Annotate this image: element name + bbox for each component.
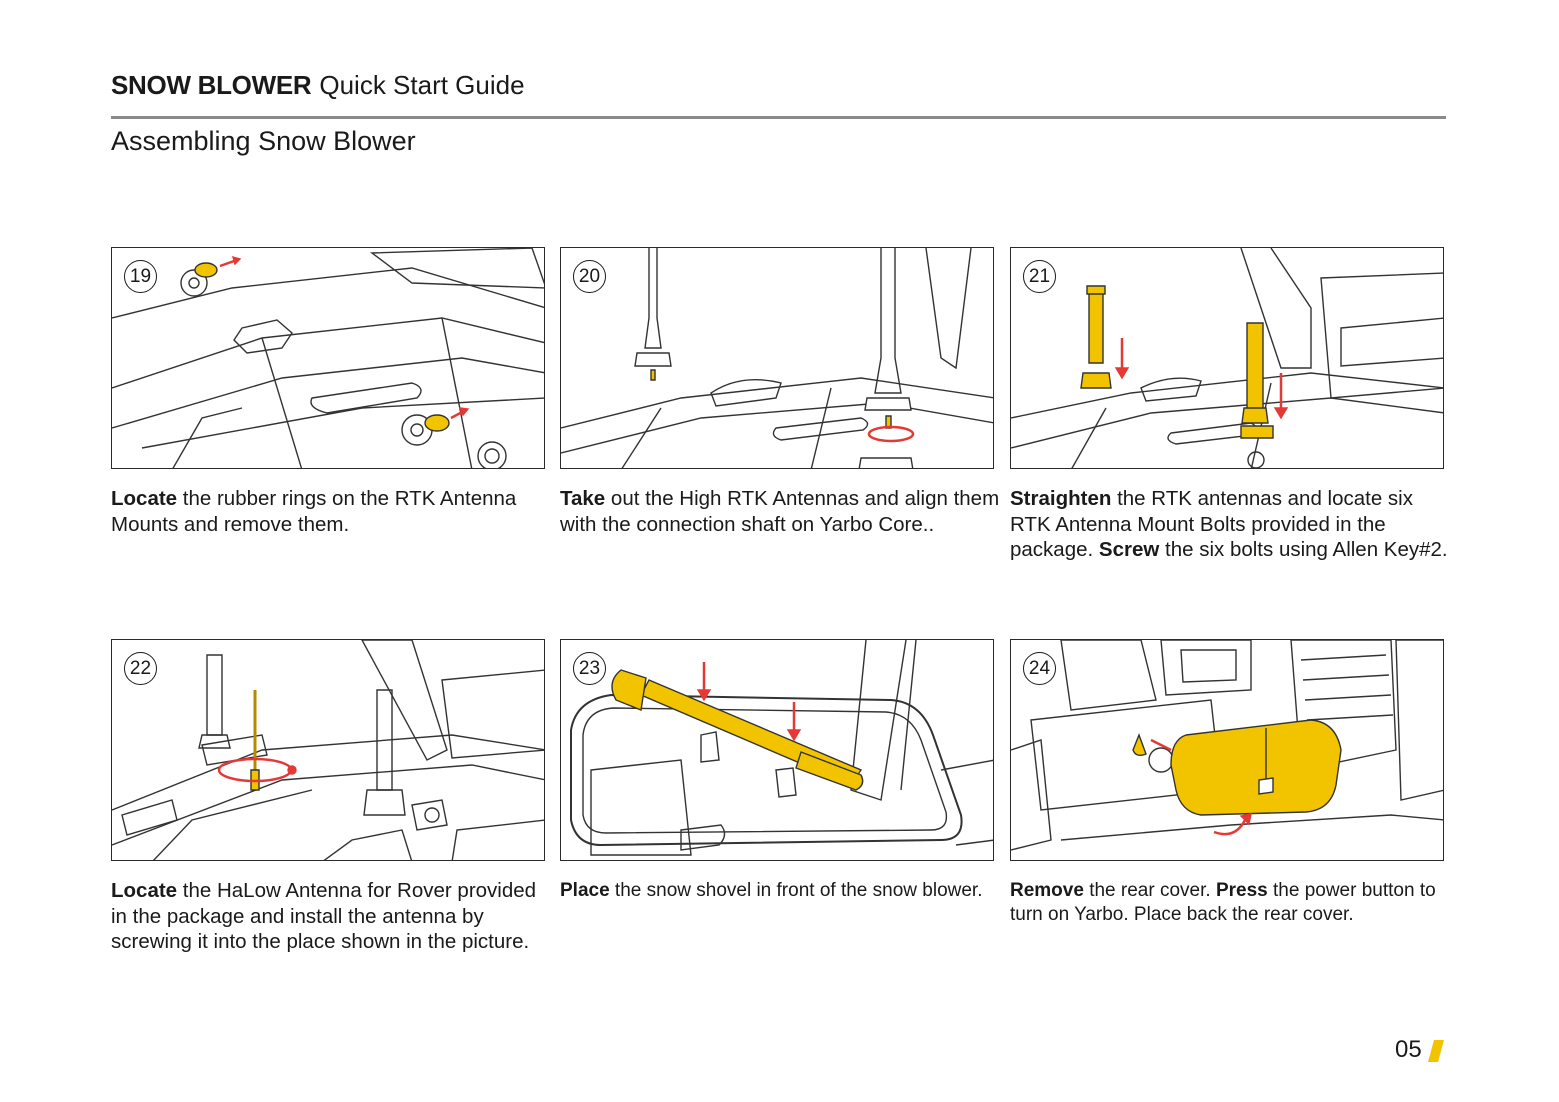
step-number-badge: 21 (1023, 260, 1056, 293)
step-23-illustration: 23 (560, 639, 994, 861)
step-23-action: Place (560, 880, 610, 901)
step-24-caption: Remove the rear cover. Press the power b… (1010, 879, 1445, 927)
step-19-caption: Locate the rubber rings on the RTK Anten… (111, 486, 551, 537)
header-subtitle: Quick Start Guide (319, 70, 525, 100)
step-20-action: Take (560, 487, 606, 510)
page-accent-mark (1428, 1040, 1444, 1062)
step-22-caption: Locate the HaLow Antenna for Rover provi… (111, 878, 551, 955)
step-21-text: the RTK antennas and locate six RTK Ante… (1010, 487, 1413, 561)
step-number-badge: 23 (573, 652, 606, 685)
step-24-text: the rear cover. (1083, 880, 1216, 901)
step-19-action: Locate (111, 487, 178, 510)
step-21-text-2: the six bolts using Allen Key#2. (1159, 538, 1448, 561)
step-24-action: Remove (1010, 880, 1084, 901)
step-number-badge: 22 (124, 652, 157, 685)
step-number-badge: 20 (573, 260, 606, 293)
step-22-illustration: 22 (111, 639, 545, 861)
step-24-text-2: the power button to turn on Yarbo. Place… (1010, 880, 1436, 925)
step-number-badge: 24 (1023, 652, 1056, 685)
step-21-illustration: 21 (1010, 247, 1444, 469)
step-20-caption: Take out the High RTK Antennas and align… (560, 486, 1000, 537)
step-24-illustration: 24 (1010, 639, 1444, 861)
step-19-illustration: 19 (111, 247, 545, 469)
step-21-action-2: Screw (1098, 538, 1160, 561)
step-19-text: the rubber rings on the RTK Antenna Moun… (111, 487, 517, 536)
step-20-text: out the High RTK Antennas and align them… (560, 487, 1000, 536)
section-title: Assembling Snow Blower (111, 126, 416, 156)
step-22-text: the HaLow Antenna for Rover provided in … (111, 879, 537, 953)
step-20-illustration: 20 (560, 247, 994, 469)
step-23-caption: Place the snow shovel in front of the sn… (560, 879, 990, 903)
step-22-action: Locate (111, 879, 178, 902)
header-brand: SNOW BLOWER (111, 70, 312, 100)
page-number: 05 (1395, 1036, 1422, 1063)
step-21-caption: Straighten the RTK antennas and locate s… (1010, 486, 1455, 563)
header-divider (111, 116, 1446, 119)
step-number-badge: 19 (124, 260, 157, 293)
step-24-action-2: Press (1215, 880, 1268, 901)
step-23-text: the snow shovel in front of the snow blo… (609, 880, 983, 901)
step-21-action: Straighten (1010, 487, 1112, 510)
